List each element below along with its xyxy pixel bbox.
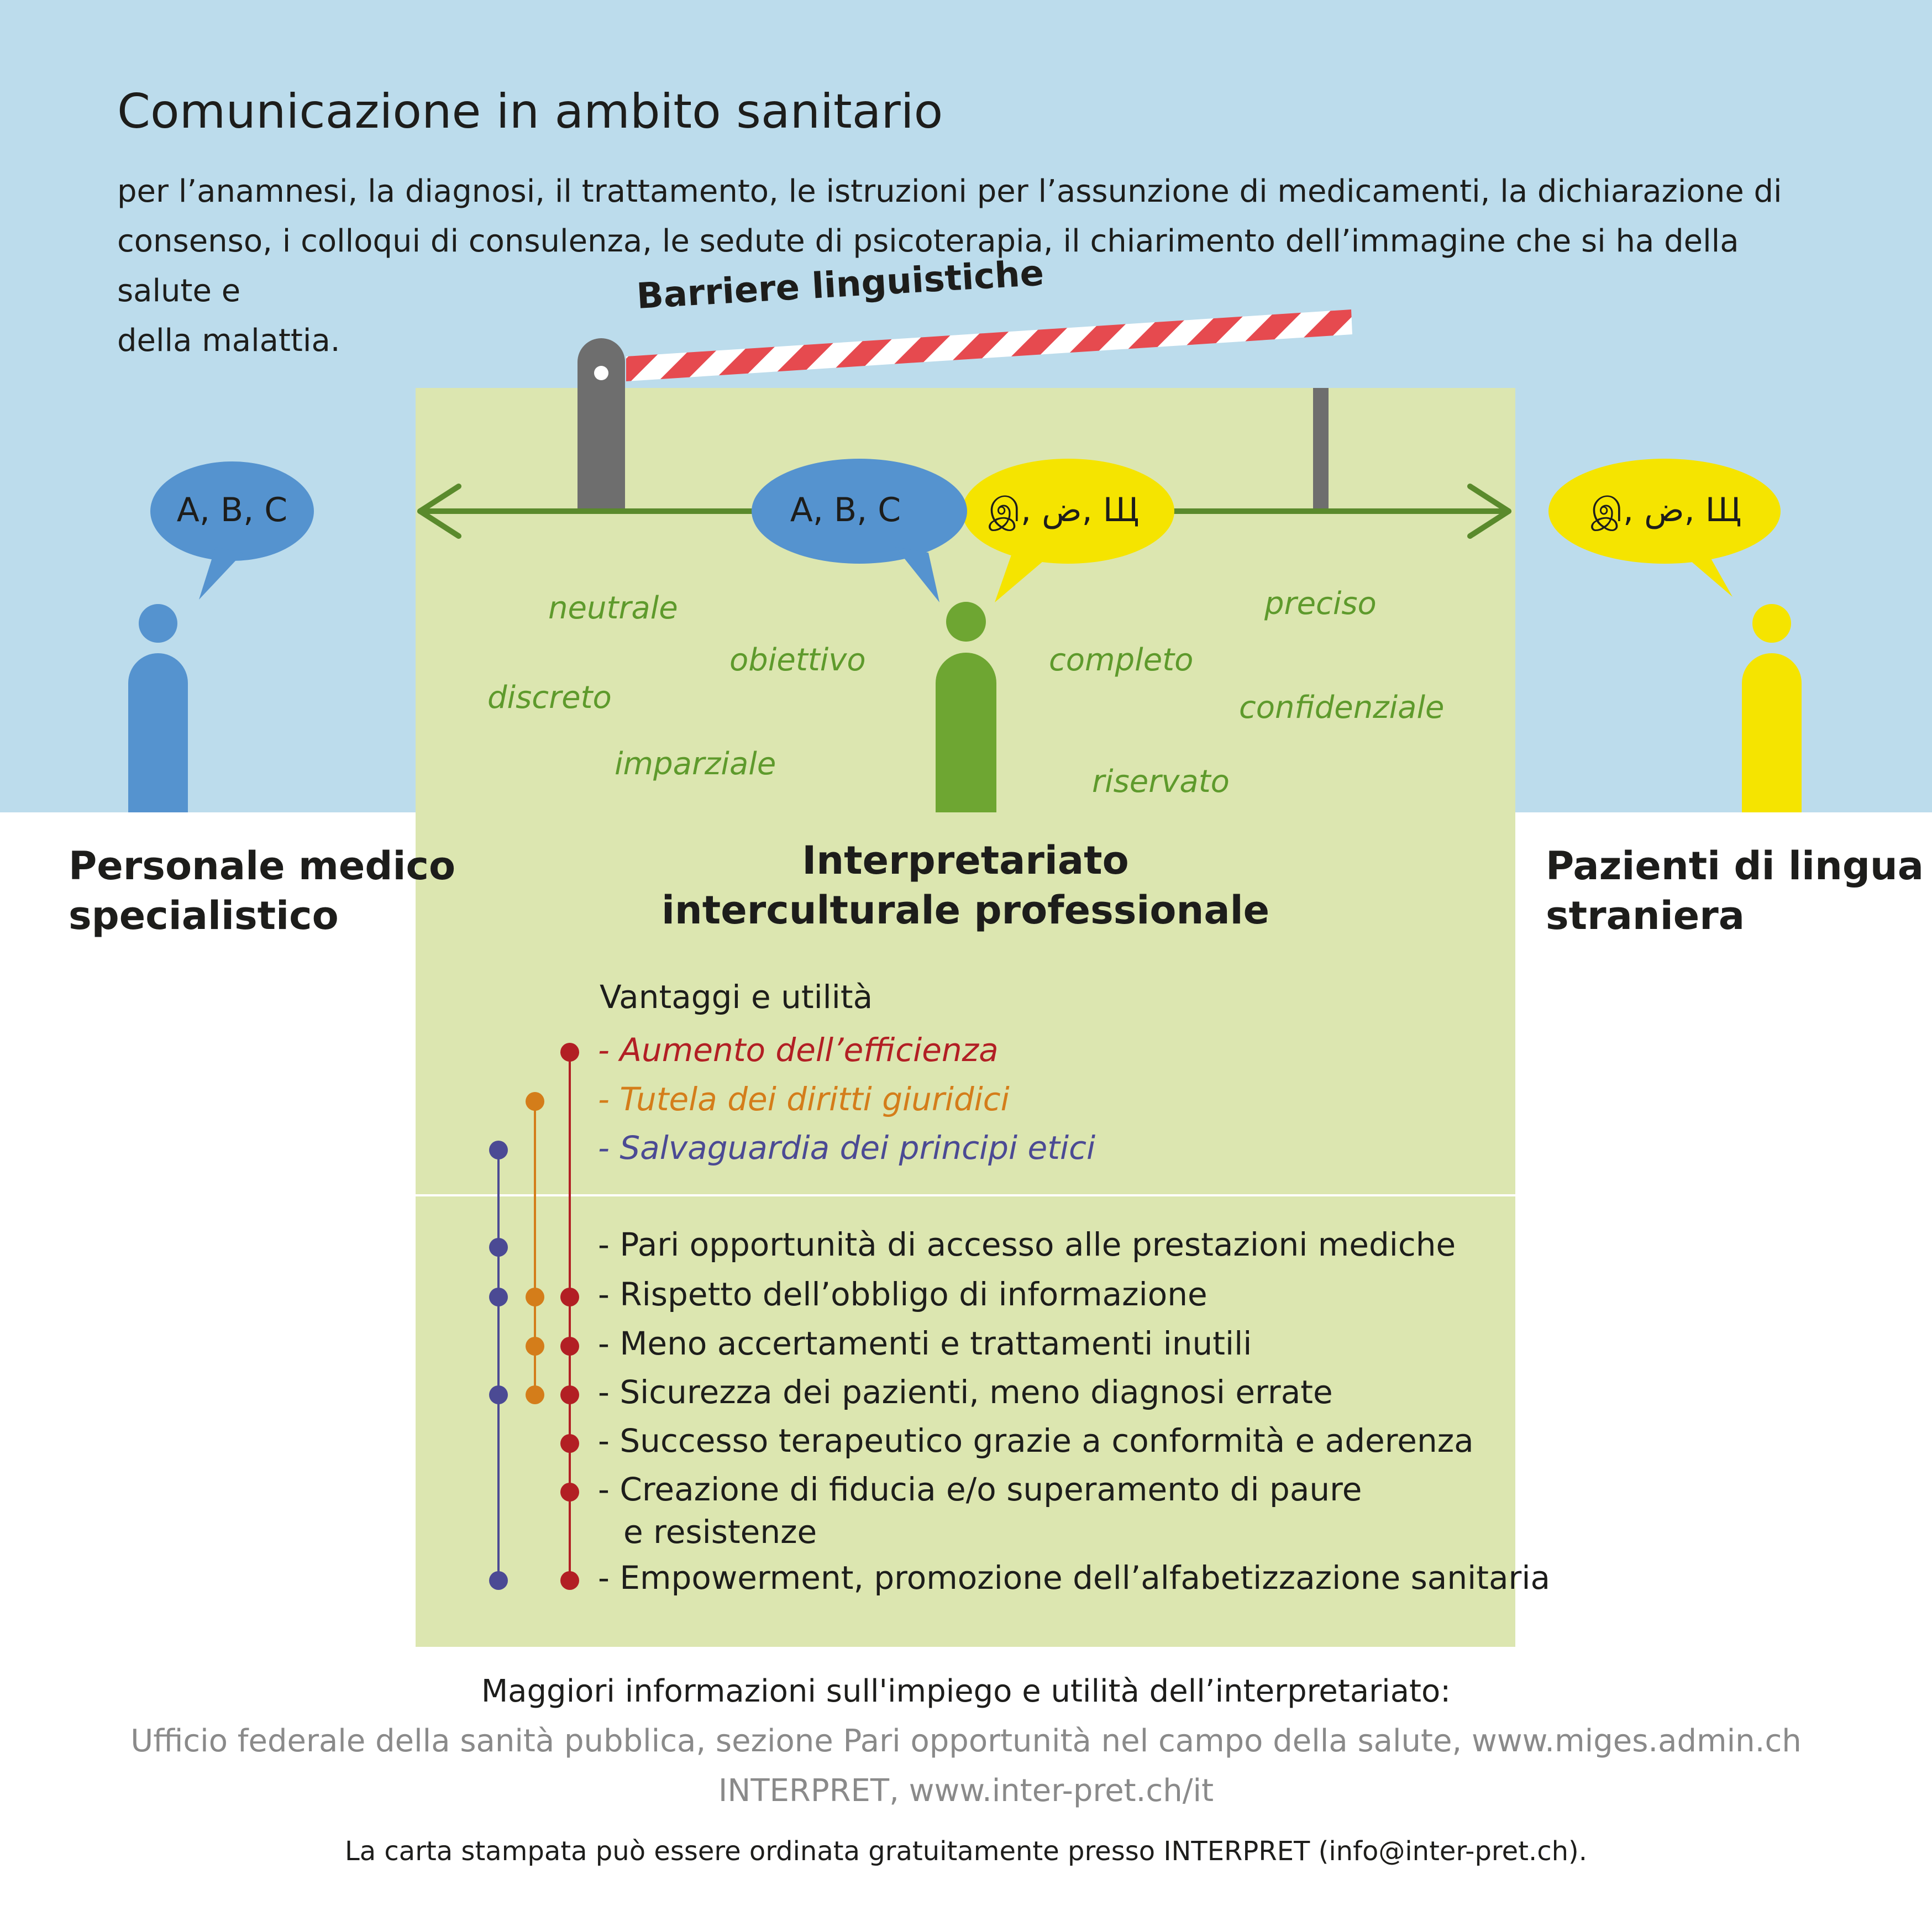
- bubble-text-left: A, B, C: [176, 491, 288, 529]
- benefit-efficiency: - Aumento dell’efficienza: [598, 1031, 999, 1069]
- bubble-text-center-left: A, B, C: [790, 491, 901, 529]
- dot-efficiency-item: [560, 1434, 579, 1453]
- benefit-item: - Successo terapeutico grazie a conformi…: [598, 1422, 1474, 1460]
- person-medical-staff: [128, 604, 188, 812]
- dot-efficiency-item: [560, 1571, 579, 1590]
- adjective-completo: completo: [1049, 642, 1194, 678]
- barrier-post-left: [578, 338, 625, 511]
- dot-rights-item: [526, 1337, 544, 1356]
- person-interpreter: [936, 602, 996, 812]
- benefit-ethics: - Salvaguardia dei principi etici: [598, 1129, 1096, 1167]
- dot-rights-item: [526, 1288, 544, 1306]
- benefits-title: Vantaggi e utilità: [600, 978, 873, 1016]
- patients-title: Pazienti di lingua straniera: [1546, 841, 1924, 941]
- speech-bubble-left: [150, 461, 314, 600]
- benefit-item: - Sicurezza dei pazienti, meno diagnosi …: [598, 1373, 1333, 1411]
- panel-divider: [416, 1194, 1515, 1196]
- footer-link-foph[interactable]: Ufficio federale della sanità pubblica, …: [130, 1723, 1802, 1759]
- speech-bubble-right: [1548, 459, 1781, 597]
- medical-staff-title: Personale medico specialistico: [69, 841, 455, 941]
- dot-ethics-item: [489, 1385, 508, 1404]
- patients-title-line: straniera: [1546, 893, 1745, 938]
- footer-order-note: La carta stampata può essere ordinata gr…: [344, 1836, 1587, 1867]
- benefit-connectors: [489, 1043, 579, 1590]
- benefit-item: - Pari opportunità di accesso alle prest…: [598, 1226, 1456, 1263]
- adjective-confidenziale: confidenziale: [1239, 690, 1445, 726]
- dot-efficiency-category: [560, 1043, 579, 1062]
- benefit-item: - Meno accertamenti e trattamenti inutil…: [598, 1325, 1252, 1362]
- page-title: Comunicazione in ambito sanitario: [117, 84, 943, 139]
- footer-more-info: Maggiori informazioni sull'impiego e uti…: [481, 1673, 1451, 1709]
- interpreting-title-line: Interpretariato: [802, 838, 1129, 883]
- interpreting-title: Interpretariato interculturale professio…: [416, 836, 1515, 935]
- dot-ethics-item: [489, 1288, 508, 1306]
- barrier-post-right: [1313, 388, 1329, 511]
- barrier-arm: [626, 309, 1352, 381]
- dot-ethics-item: [489, 1571, 508, 1590]
- intro-text: per l’anamnesi, la diagnosi, il trattame…: [117, 167, 1830, 366]
- intro-line: consenso, i colloqui di consulenza, le s…: [117, 223, 1739, 309]
- dot-efficiency-item: [560, 1385, 579, 1404]
- dot-rights-item: [526, 1385, 544, 1404]
- dot-ethics-item: [489, 1238, 508, 1257]
- intro-line: per l’anamnesi, la diagnosi, il trattame…: [117, 174, 1782, 209]
- dot-efficiency-item: [560, 1483, 579, 1502]
- person-patient: [1742, 604, 1802, 812]
- footer-link-interpret[interactable]: INTERPRET, www.inter-pret.ch/it: [718, 1773, 1214, 1809]
- adjective-discreto: discreto: [487, 680, 612, 716]
- speech-bubble-center-left: [752, 459, 967, 602]
- benefit-item: - Empowerment, promozione dell’alfabetiz…: [598, 1559, 1551, 1597]
- medical-staff-title-line: specialistico: [69, 893, 339, 938]
- adjective-neutrale: neutrale: [548, 590, 678, 626]
- dot-ethics-category: [489, 1141, 508, 1159]
- adjective-imparziale: imparziale: [615, 746, 776, 782]
- interpreting-panel: [416, 388, 1515, 1647]
- benefit-item: - Rispetto dell’obbligo di informazione: [598, 1275, 1208, 1313]
- bubble-text-right: இ, ض, Щ: [1590, 491, 1742, 529]
- dot-efficiency-item: [560, 1288, 579, 1306]
- adjective-preciso: preciso: [1264, 586, 1377, 622]
- adjective-riservato: riservato: [1092, 764, 1230, 800]
- dot-efficiency-item: [560, 1337, 579, 1356]
- benefit-item: - Creazione di fiducia e/o superamento d…: [598, 1471, 1362, 1508]
- adjective-obiettivo: obiettivo: [729, 642, 866, 678]
- benefit-item-continuation: e resistenze: [623, 1513, 817, 1551]
- speech-bubble-center-right: [962, 459, 1174, 602]
- dot-rights-category: [526, 1092, 544, 1111]
- medical-staff-title-line: Personale medico: [69, 843, 456, 889]
- bubble-text-center-right: இ, ض, Щ: [988, 491, 1140, 529]
- intro-line: della malattia.: [117, 323, 340, 359]
- benefit-legal-rights: - Tutela dei diritti giuridici: [598, 1080, 1010, 1118]
- patients-title-line: Pazienti di lingua: [1546, 843, 1924, 889]
- interpreting-title-line: interculturale professionale: [661, 888, 1270, 933]
